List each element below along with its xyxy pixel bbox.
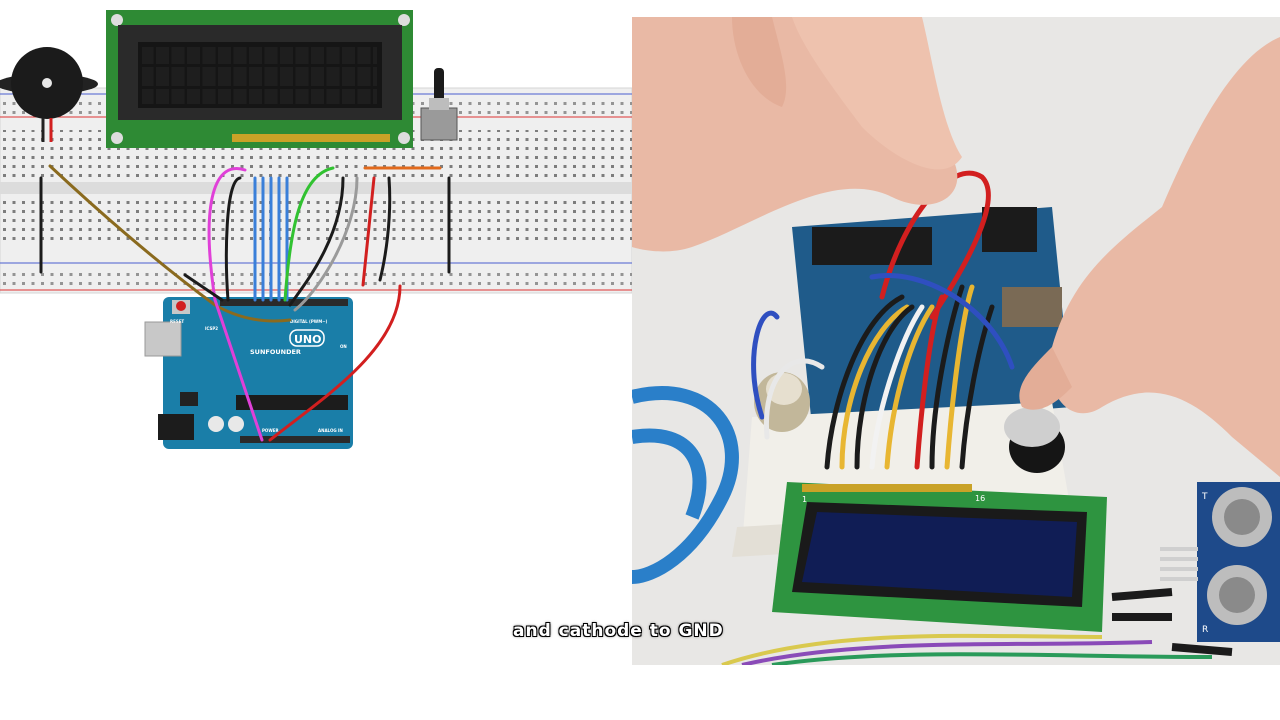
board-model-label: UNO [294, 333, 322, 346]
subtitle-caption: and cathode to GND [513, 621, 724, 641]
lcd-module-photo: 1 16 [772, 482, 1107, 632]
wiring-diagram: UNO SUNFOUNDER RESET ICSP2 DIGITAL (PWM~… [0, 10, 632, 449]
digital-label: DIGITAL (PWM~) [290, 319, 328, 324]
reset-label: RESET [170, 319, 184, 324]
buzzer-photo [1004, 407, 1065, 473]
buzzer [0, 47, 98, 142]
lcd-pin-label-end: 16 [975, 494, 985, 503]
lcd-pin-label-start: 1 [802, 495, 807, 504]
potentiometer [420, 68, 458, 141]
lcd-module [106, 10, 413, 148]
analog-label: ANALOG IN [318, 428, 343, 433]
project-photo: 1 16 T R [632, 17, 1280, 665]
potentiometer-photo [754, 372, 810, 432]
sensor-label-r: R [1202, 625, 1208, 635]
power-label: POWER [262, 428, 279, 433]
ultrasonic-sensor: T R [1160, 482, 1280, 642]
usb-cable [632, 386, 739, 584]
hands [632, 17, 1280, 477]
bottom-wires [721, 588, 1233, 665]
jumper-wires [39, 164, 451, 442]
on-label: ON [340, 344, 347, 349]
icsp-label: ICSP2 [205, 326, 218, 331]
jumper-wires-photo [751, 170, 1015, 470]
sensor-label-t: T [1201, 492, 1208, 502]
board-brand-label: SUNFOUNDER [250, 348, 301, 356]
